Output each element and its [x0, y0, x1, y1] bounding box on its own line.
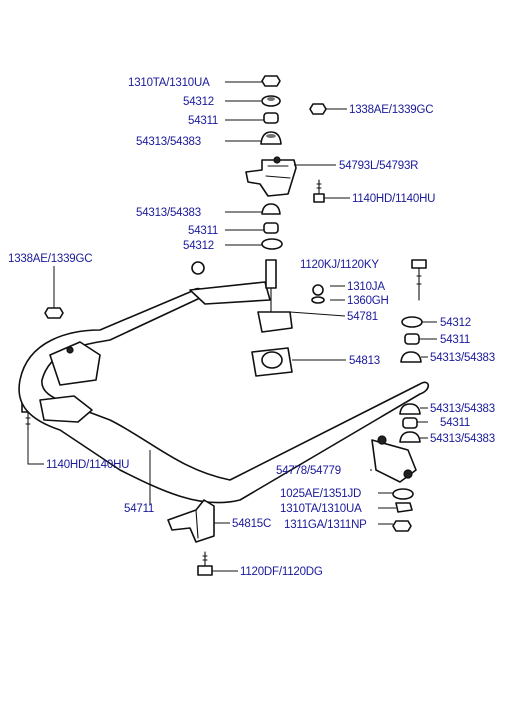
label-54311-top: 54311 [188, 115, 218, 127]
bar-bushing [251, 347, 293, 377]
label-1360gh: 1360GH [347, 295, 389, 307]
label-54778: 54778/54779 [276, 465, 341, 477]
label-54313-top: 54313/54383 [136, 136, 201, 148]
label-54311-right: 54311 [440, 334, 470, 346]
label-54313-right1: 54313/54383 [430, 352, 495, 364]
link-stud [411, 259, 427, 301]
label-54312-right: 54312 [440, 317, 471, 329]
end-link-bracket [245, 156, 297, 197]
label-54813: 54813 [349, 355, 380, 367]
label-54312-top: 54312 [183, 96, 214, 108]
label-54312-mid: 54312 [183, 240, 214, 252]
label-54793l: 54793L/54793R [339, 160, 418, 172]
label-1310ta-bottom: 1310TA/1310UA [280, 503, 362, 515]
lower-link-plate [371, 435, 417, 483]
middle-bushing-stack [261, 203, 283, 250]
label-1140hd-top: 1140HD/1140HU [352, 193, 435, 205]
bracket-bolt [313, 179, 325, 203]
label-54313-right3: 54313/54383 [430, 433, 495, 445]
bottom-fastener-stack [392, 488, 414, 532]
top-bushing-stack [260, 75, 282, 145]
label-1311ga: 1311GA/1311NP [284, 519, 367, 531]
right-upper-bushing-stack [400, 316, 423, 363]
lower-mount-bracket [167, 499, 215, 543]
lower-bolt [197, 551, 213, 576]
left-bar-clamp [39, 341, 101, 423]
top-right-nut [309, 103, 327, 115]
right-lower-bushing-stack [399, 403, 421, 443]
label-54311-mid: 54311 [188, 225, 218, 237]
leader-lines [27, 81, 437, 572]
label-1120kj: 1120KJ/1120KY [300, 259, 379, 271]
label-1338ae-left: 1338AE/1339GC [8, 253, 92, 265]
part-labels: 1310TA/1310UA 54312 54311 54313/54383 13… [8, 77, 495, 578]
stabilizer-bar [18, 261, 430, 504]
label-54781: 54781 [347, 311, 378, 323]
label-54313-right2: 54313/54383 [430, 403, 495, 415]
label-1120df: 1120DF/1120DG [240, 566, 323, 578]
label-1310ja: 1310JA [347, 281, 385, 293]
label-1025ae: 1025AE/1351JD [280, 488, 361, 500]
label-54311-right2: 54311 [440, 417, 470, 429]
label-1338ae-top: 1338AE/1339GC [349, 104, 433, 116]
label-54313-mid: 54313/54383 [136, 207, 201, 219]
label-1140hd-left: 1140HD/1140HU [46, 459, 129, 471]
label-1310ta-top: 1310TA/1310UA [128, 77, 210, 89]
vertical-link [257, 259, 325, 333]
label-54815c: 54815C [232, 518, 271, 530]
left-nut [44, 307, 64, 319]
label-54711: 54711 [124, 503, 154, 515]
